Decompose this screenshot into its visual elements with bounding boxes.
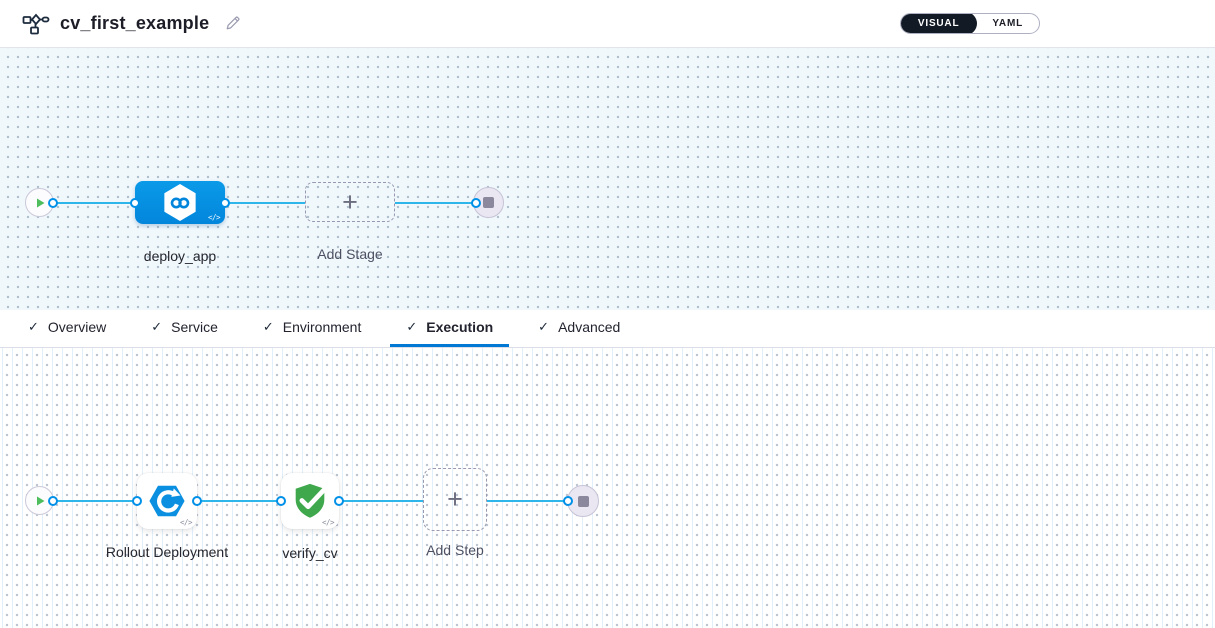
connector-port[interactable] xyxy=(48,496,58,506)
tab-label: Advanced xyxy=(558,319,621,335)
add-step-button[interactable]: + xyxy=(423,468,487,531)
stage-pipeline-canvas[interactable]: </> + deploy_app Add Stage xyxy=(0,48,1215,310)
connector-port[interactable] xyxy=(334,496,344,506)
pipeline-graph-icon xyxy=(22,13,50,34)
cd-infinity-hexagon-icon xyxy=(164,184,196,221)
connector-port[interactable] xyxy=(563,496,573,506)
check-icon: ✓ xyxy=(262,319,274,334)
play-icon xyxy=(36,198,44,207)
connector-port[interactable] xyxy=(220,198,230,208)
step-label: verify_cv xyxy=(282,545,338,561)
add-stage-button[interactable]: + xyxy=(305,182,395,222)
play-icon xyxy=(36,496,44,505)
check-icon: ✓ xyxy=(28,319,39,334)
pipeline-start-node xyxy=(25,188,54,217)
rollout-deployment-icon xyxy=(149,485,185,517)
stage-config-tabs: ✓ Overview ✓ Service ✓ Environment ✓ Exe… xyxy=(0,310,1215,348)
connector-port[interactable] xyxy=(130,198,140,208)
edge-line xyxy=(395,202,477,204)
tab-overview[interactable]: ✓ Overview xyxy=(12,310,122,347)
check-icon: ✓ xyxy=(151,319,163,334)
step-node-rollout-deployment[interactable]: </> xyxy=(137,473,197,529)
code-icon: </> xyxy=(207,213,221,222)
connector-port[interactable] xyxy=(192,496,202,506)
step-node-verify-cv[interactable]: </> xyxy=(281,473,339,529)
connector-port[interactable] xyxy=(48,198,58,208)
code-icon: </> xyxy=(321,518,335,527)
add-stage-label: Add Stage xyxy=(317,246,383,262)
connector-port[interactable] xyxy=(276,496,286,506)
tab-label: Service xyxy=(171,319,218,335)
shield-check-icon xyxy=(295,483,327,518)
stop-icon xyxy=(577,495,589,507)
tab-label: Overview xyxy=(47,319,107,335)
add-step-label: Add Step xyxy=(426,542,484,558)
tab-label: Environment xyxy=(282,319,362,335)
tab-label: Execution xyxy=(426,319,494,335)
code-icon: </> xyxy=(179,518,193,527)
tab-advanced[interactable]: ✓ Advanced xyxy=(522,310,636,347)
plus-icon: + xyxy=(342,186,358,217)
execution-steps-canvas[interactable]: </> </> + Rollout Deployment verify_cv A… xyxy=(0,348,1215,628)
stop-icon xyxy=(483,197,494,208)
edge-line xyxy=(40,500,423,502)
plus-icon: + xyxy=(447,484,463,514)
pipeline-header: cv_first_example VISUAL YAML xyxy=(0,0,1215,48)
tab-service[interactable]: ✓ Service xyxy=(135,310,234,347)
tab-environment[interactable]: ✓ Environment xyxy=(247,310,378,347)
visual-toggle-button[interactable]: VISUAL xyxy=(900,14,978,33)
check-icon: ✓ xyxy=(538,319,550,334)
view-mode-toggle: VISUAL YAML xyxy=(899,13,1040,34)
connector-port[interactable] xyxy=(471,198,481,208)
tab-execution[interactable]: ✓ Execution xyxy=(390,310,510,347)
edit-pencil-icon[interactable] xyxy=(221,13,243,35)
step-label: Rollout Deployment xyxy=(105,544,229,560)
yaml-toggle-button[interactable]: YAML xyxy=(992,18,1023,29)
stage-node-deploy-app[interactable]: </> xyxy=(135,181,225,224)
check-icon: ✓ xyxy=(406,319,418,334)
page-title: cv_first_example xyxy=(60,13,210,33)
stage-label: deploy_app xyxy=(143,248,217,264)
edge-line xyxy=(487,500,583,502)
connector-port[interactable] xyxy=(132,496,142,506)
